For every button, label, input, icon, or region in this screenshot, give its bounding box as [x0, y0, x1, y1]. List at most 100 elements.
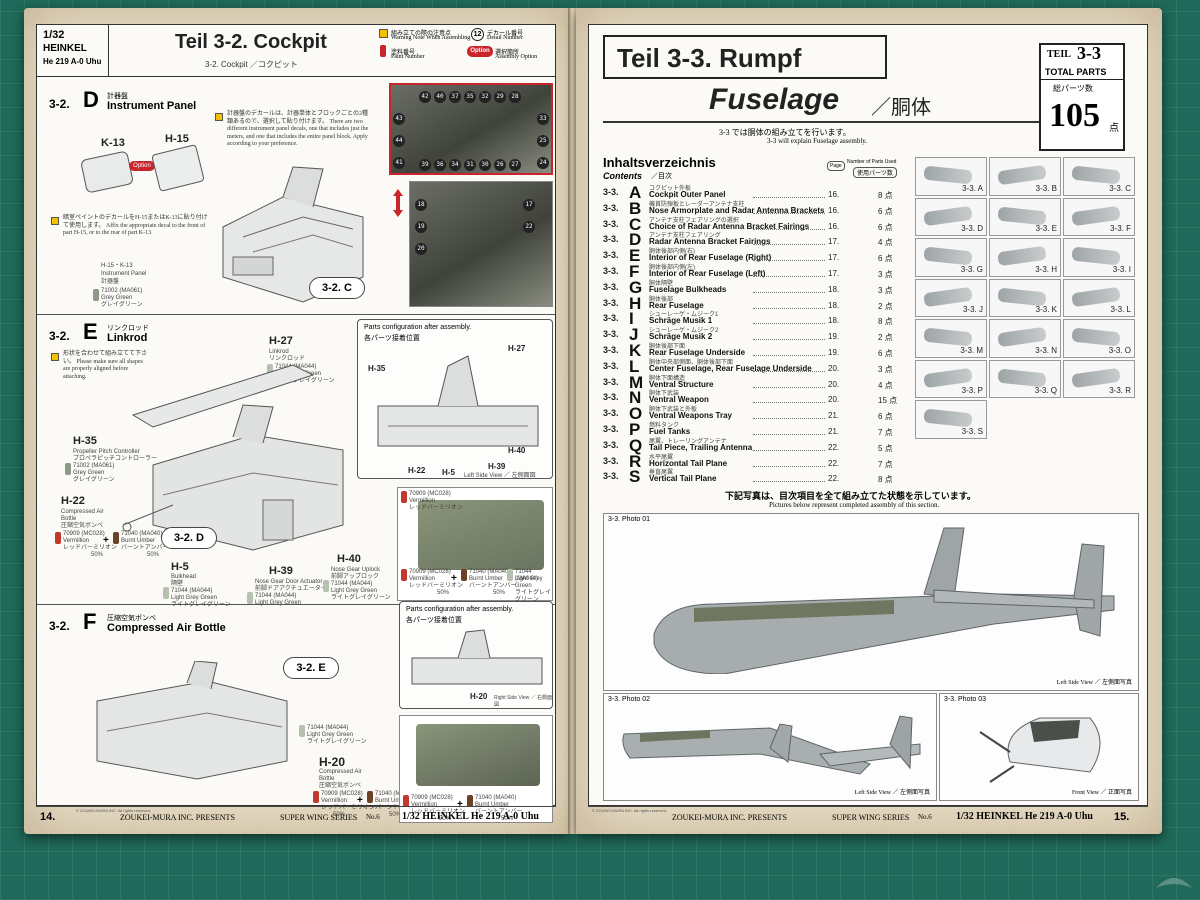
- section-f-en: Compressed Air Bottle: [107, 622, 226, 634]
- legend-option-en: Assembly Option: [495, 54, 538, 60]
- toc-part-count: 6 点: [878, 206, 893, 216]
- f-config-drawing: [411, 629, 543, 685]
- cockpit-drawing: [222, 166, 364, 303]
- h20-mix1-en: Vermillion: [321, 798, 348, 804]
- toc-title-jp: シューレーゲ・ムジーク2: [649, 328, 719, 335]
- total-unit: 点: [1109, 123, 1119, 134]
- thumbnail-part-image: [923, 286, 973, 307]
- f-photo-mix2-jp: バーントアンバー: [475, 809, 523, 815]
- toc-section-number: 3-3.: [603, 345, 619, 355]
- photo-03-label: 3-3. Photo 03: [944, 696, 987, 703]
- toc-page-number: 20.: [828, 379, 840, 389]
- intro-jp: 3-3 では胴体の組み立てを行います。: [719, 128, 851, 137]
- total-label: TOTAL PARTS: [1045, 67, 1107, 77]
- thumbnail-part-image: [1071, 205, 1121, 226]
- toc-leader-dots: [753, 380, 825, 388]
- h27-en: Linkrod: [269, 349, 289, 355]
- toc-page-number: 20.: [828, 395, 840, 405]
- toc-leader-dots: [753, 474, 825, 483]
- decal-num: 41: [393, 157, 405, 169]
- section-d-letter: D: [83, 87, 99, 112]
- toc-section-number: 3-3.: [603, 408, 619, 419]
- thumbnail-cell: 3-3. G: [915, 238, 987, 277]
- right-series: SUPER WING SERIES: [832, 813, 910, 822]
- toc-part-count: 6 点: [878, 412, 893, 422]
- decal-num: 40: [434, 91, 446, 103]
- thumbnail-label: 3-3. F: [1110, 224, 1131, 233]
- thumbnail-label: 3-3. L: [1110, 305, 1131, 314]
- toc-title-en: Interior of Rear Fuselage (Right): [649, 253, 772, 263]
- toc-title-jp: 胴体下武装と外板: [649, 407, 698, 414]
- thumbnail-part-image: [1071, 246, 1121, 266]
- toc-letter: A: [629, 183, 642, 202]
- toc-part-count: 4 点: [878, 238, 893, 248]
- toc-section-number: 3-3.: [603, 250, 619, 261]
- e-photo-code-jp: レッドバーミリオン: [409, 505, 464, 511]
- toc-title-en: Nose Armorplate and Radar Antenna Bracke…: [649, 205, 825, 215]
- h5-paint-jp: ライトグレイグリーン: [171, 602, 231, 608]
- toc-part-count: 8 点: [878, 191, 893, 200]
- config-h27: H-27: [508, 344, 526, 353]
- h40-jp: 前脚アップロック: [331, 574, 380, 580]
- toc-leader-dots: [753, 222, 825, 230]
- photo-03-view: Front View ／ 正面写真: [1071, 790, 1132, 796]
- thumbnail-cell: 3-3. C: [1063, 157, 1135, 196]
- config-h5: H-5: [442, 468, 455, 477]
- thumbnail-cell: 3-3. A: [915, 157, 987, 196]
- section-d-num: 3-2.: [49, 97, 70, 111]
- section-e: 3-2. E リンクロッド Linkrod 形状を合わせて組み立てて下さい。 P…: [37, 315, 555, 608]
- toc-part-count: 3 点: [878, 270, 893, 279]
- paint-bottle-icon: [403, 795, 409, 807]
- legend-warning-en: Warning Note When Assembling: [391, 35, 471, 41]
- e-photo-code: 70909 (MC028): [409, 491, 451, 497]
- toc-section-number: 3-3.: [603, 234, 619, 245]
- d-paint-jp: グレイグリーン: [101, 302, 143, 308]
- legend-paint-jp: 塗料番号: [391, 50, 416, 56]
- left-footer: 14. © ZOUKEI-MURA INC. All rights reserv…: [36, 806, 556, 826]
- f-code1-jp: ライトグレイグリーン: [307, 739, 367, 745]
- thumbnail-label: 3-3. K: [1035, 305, 1057, 314]
- toc-title-en: Horizontal Tail Plane: [649, 458, 728, 468]
- right-footer: © ZOUKEI-MURA INC. All rights reserved. …: [588, 806, 1148, 826]
- thumbnail-label: 3-3. G: [960, 264, 983, 274]
- toc-letter: I: [629, 309, 634, 329]
- f-photo-mix1-jp: レッドバーミリオン: [411, 809, 466, 815]
- photo-01: 3-3. Photo 01 Left Side View ／ 左側面写真: [603, 513, 1139, 691]
- decal-num: 28: [509, 91, 521, 103]
- decal-num: 25: [537, 135, 549, 147]
- toc-letter: D: [629, 230, 642, 250]
- watermark-logo-icon: [1156, 878, 1192, 888]
- toc-leader-dots: [753, 206, 825, 214]
- toc-title-en: Choice of Radar Antenna Bracket Fairings: [649, 221, 810, 231]
- toc-page-number: 17.: [828, 253, 840, 263]
- total-teil: TEIL: [1047, 49, 1071, 60]
- section-f: 3-2. F 圧縮空気ボンベ Compressed Air Bottle 3-2…: [37, 601, 555, 823]
- warning-icon: [215, 113, 223, 121]
- fuselage-title: Fuselage: [709, 83, 840, 116]
- h35-en: Propeller Pitch Controller: [73, 449, 140, 455]
- paint-bottle-icon: [367, 791, 373, 803]
- thumbnail-cell: 3-3. J: [915, 278, 987, 317]
- toc-title-en: Schräge Musik 2: [649, 332, 713, 342]
- e-config-drawing: [377, 355, 539, 447]
- toc-part-count: 3 点: [878, 364, 893, 374]
- legend-option-jp: 選択箇所: [495, 50, 520, 56]
- toc-letter: M: [629, 372, 644, 392]
- thumbnail-part-image: [997, 326, 1047, 348]
- thumbnail-part-image: [997, 164, 1047, 186]
- toc-title-jp: 胴体下面構造: [649, 375, 686, 382]
- h20-mix1: 70909 (MC028): [321, 791, 363, 797]
- toc-part-count: 7 点: [878, 428, 893, 437]
- section-f-letter: F: [83, 609, 97, 634]
- toc-letter: Q: [629, 435, 643, 455]
- h5-paint: Light Grey Green: [171, 595, 218, 601]
- thumbnail-cell: 3-3. M: [915, 319, 987, 358]
- thumbnail-part-image: [997, 245, 1047, 267]
- toc-letter: H: [629, 293, 642, 313]
- col-page: Page: [827, 161, 845, 171]
- toc-page-number: 22.: [828, 458, 840, 468]
- h22-mix2: 71040 (MA040): [121, 531, 163, 537]
